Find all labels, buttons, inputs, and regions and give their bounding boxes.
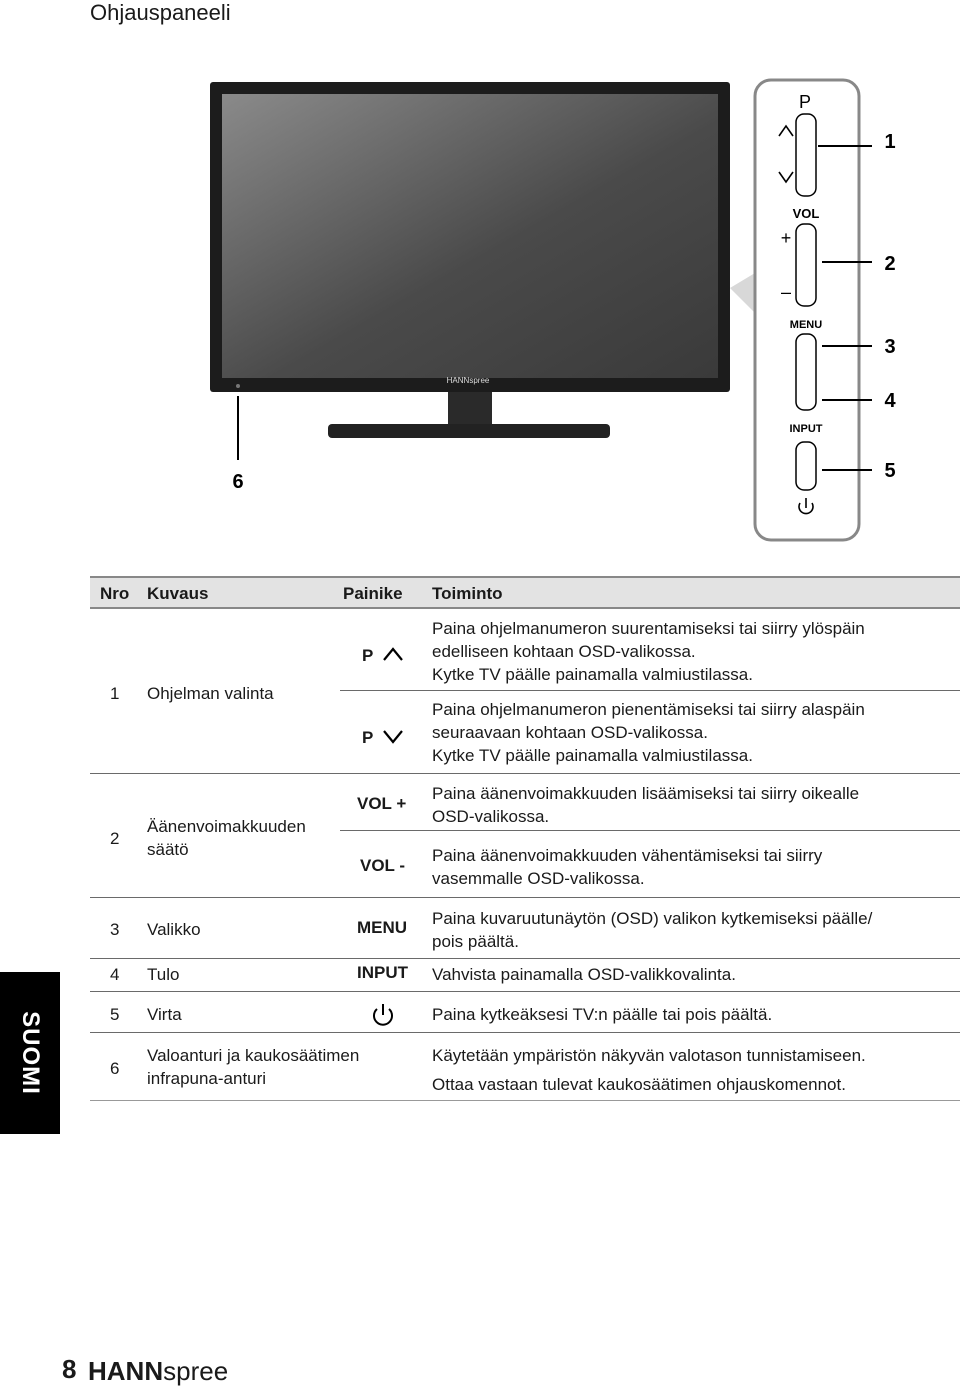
language-side-tab: SUOMI [0, 972, 60, 1134]
panel-menu-button [795, 333, 817, 411]
tv-stand-base [328, 424, 610, 438]
row6-no: 6 [110, 1059, 120, 1078]
callout-5: 5 [884, 460, 895, 482]
row2b-button: VOL - [360, 856, 406, 875]
row3-desc: Valikko [147, 920, 201, 939]
power-icon [798, 498, 814, 515]
footer-brand-logo: HANNspree [88, 1356, 229, 1386]
row3-button: MENU [357, 918, 408, 937]
divider [90, 1032, 960, 1033]
panel-menu-label: MENU [790, 319, 822, 331]
table-header: Nro Kuvaus Painike Toiminto [90, 576, 960, 609]
page-title: Ohjauspaneeli [90, 0, 231, 25]
chevron-down-icon [778, 171, 794, 184]
row1-desc: Ohjelman valinta [147, 684, 274, 703]
row6-desc: Valoanturi ja kaukosäätimen infrapuna-an… [147, 1046, 360, 1088]
row5-function: Paina kytkeäksesi TV:n päälle tai pois p… [432, 1005, 773, 1024]
row2a-function: Paina äänenvoimakkuuden lisäämiseksi tai… [432, 784, 860, 826]
light-sensor [236, 384, 240, 388]
row4-desc: Tulo [147, 965, 180, 984]
row1a-button: P [362, 646, 404, 666]
panel-power-button [795, 441, 817, 491]
row2-desc: Äänenvoimakkuuden säätö [147, 817, 306, 859]
panel-p-label: P [799, 92, 811, 112]
chevron-up-icon [778, 124, 794, 137]
header-function: Toiminto [432, 584, 503, 603]
tv-control-panel-illustration: HANNspree P VOL + – MENU INPUT 1 2 3 4 5… [210, 78, 896, 542]
page-number: 8 [62, 1354, 77, 1384]
row6-function: Käytetään ympäristön näkyvän valotason t… [432, 1046, 866, 1094]
header-desc: Kuvaus [147, 584, 209, 603]
callout-2: 2 [884, 253, 895, 275]
row3-no: 3 [110, 920, 120, 939]
panel-vol-button [795, 223, 817, 307]
panel-plus-label: + [781, 228, 792, 248]
header-button: Painike [343, 584, 403, 603]
row4-button: INPUT [357, 963, 408, 982]
callout-3: 3 [884, 336, 895, 358]
row5-no: 5 [110, 1005, 120, 1024]
row2b-function: Paina äänenvoimakkuuden vähentämiseksi t… [432, 846, 823, 888]
callout-4: 4 [884, 390, 896, 412]
divider [340, 690, 960, 691]
row1b-function: Paina ohjelmanumeron pienentämiseksi tai… [432, 700, 865, 765]
header-no: Nro [100, 584, 130, 603]
callout-6: 6 [232, 471, 243, 493]
row3-function: Paina kuvaruutunäytön (OSD) valikon kytk… [432, 909, 873, 951]
row2-no: 2 [110, 829, 120, 848]
side-button-panel [753, 78, 861, 542]
chevron-up-icon [382, 647, 403, 661]
panel-minus-label: – [781, 282, 791, 302]
row4-no: 4 [110, 965, 120, 984]
row1-no: 1 [110, 684, 120, 703]
divider [340, 830, 960, 831]
tv-brand-logo: HANNspree [447, 376, 490, 385]
panel-input-label: INPUT [790, 423, 823, 435]
divider [90, 1100, 960, 1101]
divider [90, 773, 960, 774]
callout-1: 1 [884, 131, 895, 153]
chevron-down-icon [382, 730, 403, 744]
divider [90, 991, 960, 992]
divider [90, 958, 960, 959]
row2a-button: VOL + [357, 794, 407, 813]
row5-desc: Virta [147, 1005, 182, 1024]
row1b-button: P [362, 728, 404, 748]
row1a-function: Paina ohjelmanumeron suurentamiseksi tai… [432, 619, 865, 684]
panel-vol-label: VOL [793, 206, 820, 221]
panel-p-button [795, 113, 817, 197]
divider [90, 897, 960, 898]
power-icon [373, 1004, 393, 1026]
row4-function: Vahvista painamalla OSD-valikkovalinta. [432, 965, 736, 984]
tv-stand-neck [448, 392, 492, 426]
